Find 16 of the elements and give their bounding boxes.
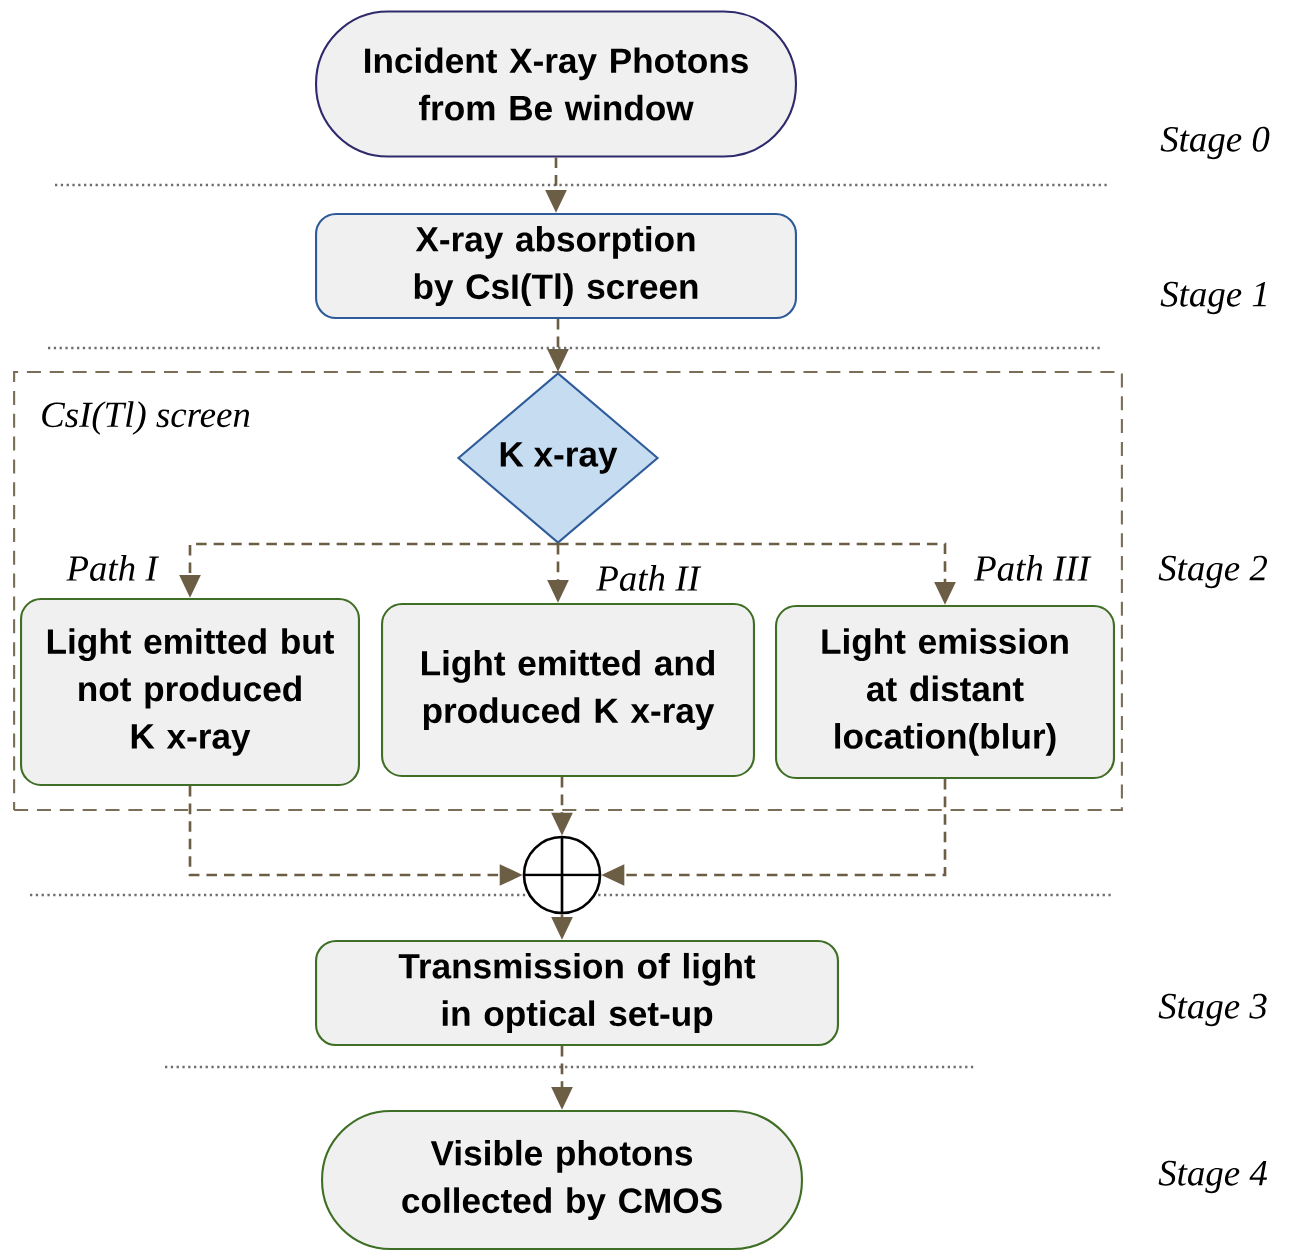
stage-label: Stage 1: [1160, 281, 1266, 315]
summing-junction: [522, 835, 602, 915]
stage-label: Stage 0: [1160, 126, 1270, 160]
path-label: Path I: [66, 555, 160, 581]
stage-label: Stage 3: [1158, 993, 1267, 1027]
process-box: Transmission of light in optical set-up: [315, 939, 839, 1047]
process-box: Light emission at distant location(blur): [775, 604, 1116, 780]
terminal-box: Incident X-ray Photons from Be window: [315, 10, 797, 158]
process-box: X-ray absorption by CsI(Tl) screen: [315, 212, 797, 320]
stage-label: Stage 4: [1158, 1160, 1267, 1194]
stage-label: Stage 2: [1158, 555, 1268, 589]
path-label: Path III: [973, 555, 1092, 581]
process-box: Light emitted and produced K x-ray: [381, 602, 756, 778]
process-box: Light emitted but not produced K x-ray: [20, 597, 361, 787]
terminal-box: Visible photons collected by CMOS: [321, 1109, 803, 1251]
path-label: Path II: [596, 565, 702, 591]
